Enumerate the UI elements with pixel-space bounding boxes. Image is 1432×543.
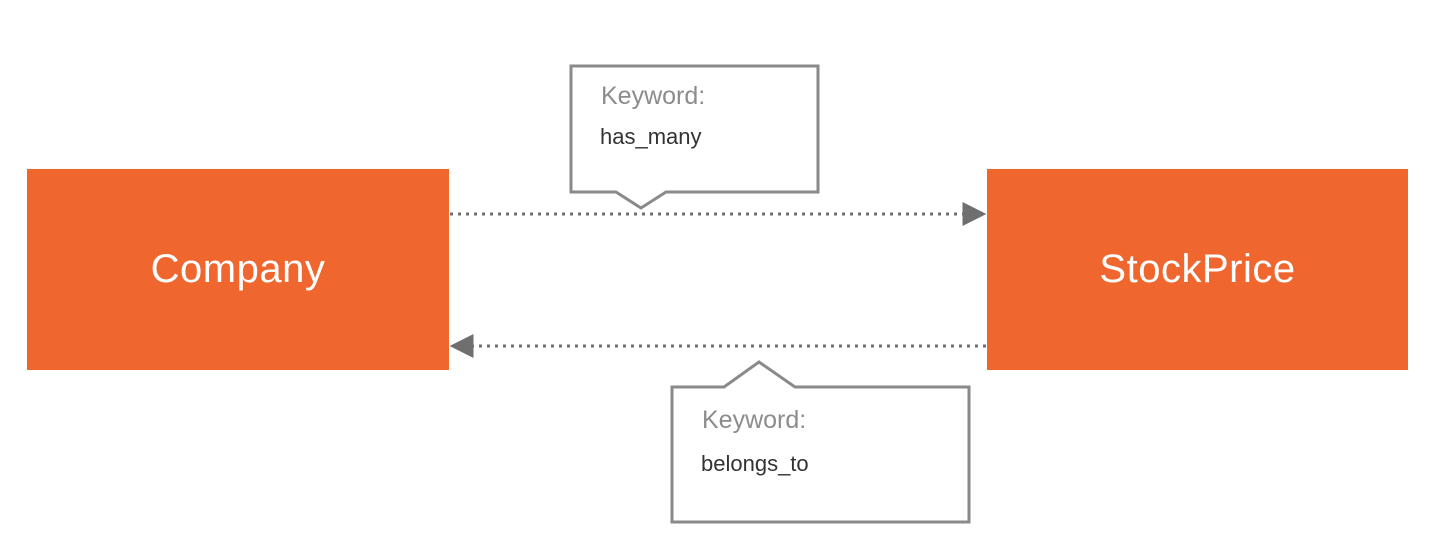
belongs-to-keyword-value: belongs_to (701, 451, 809, 476)
has-many-callout (569, 64, 820, 210)
has-many-keyword-value: has_many (600, 124, 702, 149)
has-many-keyword-label: Keyword: (601, 82, 706, 110)
stockprice-entity-label: StockPrice (1099, 247, 1296, 291)
company-entity-label: Company (150, 247, 326, 291)
company-entity: Company (27, 169, 449, 370)
belongs-to-keyword-label: Keyword: (702, 406, 807, 434)
stockprice-entity: StockPrice (987, 169, 1408, 370)
belongs-to-callout (670, 360, 971, 524)
